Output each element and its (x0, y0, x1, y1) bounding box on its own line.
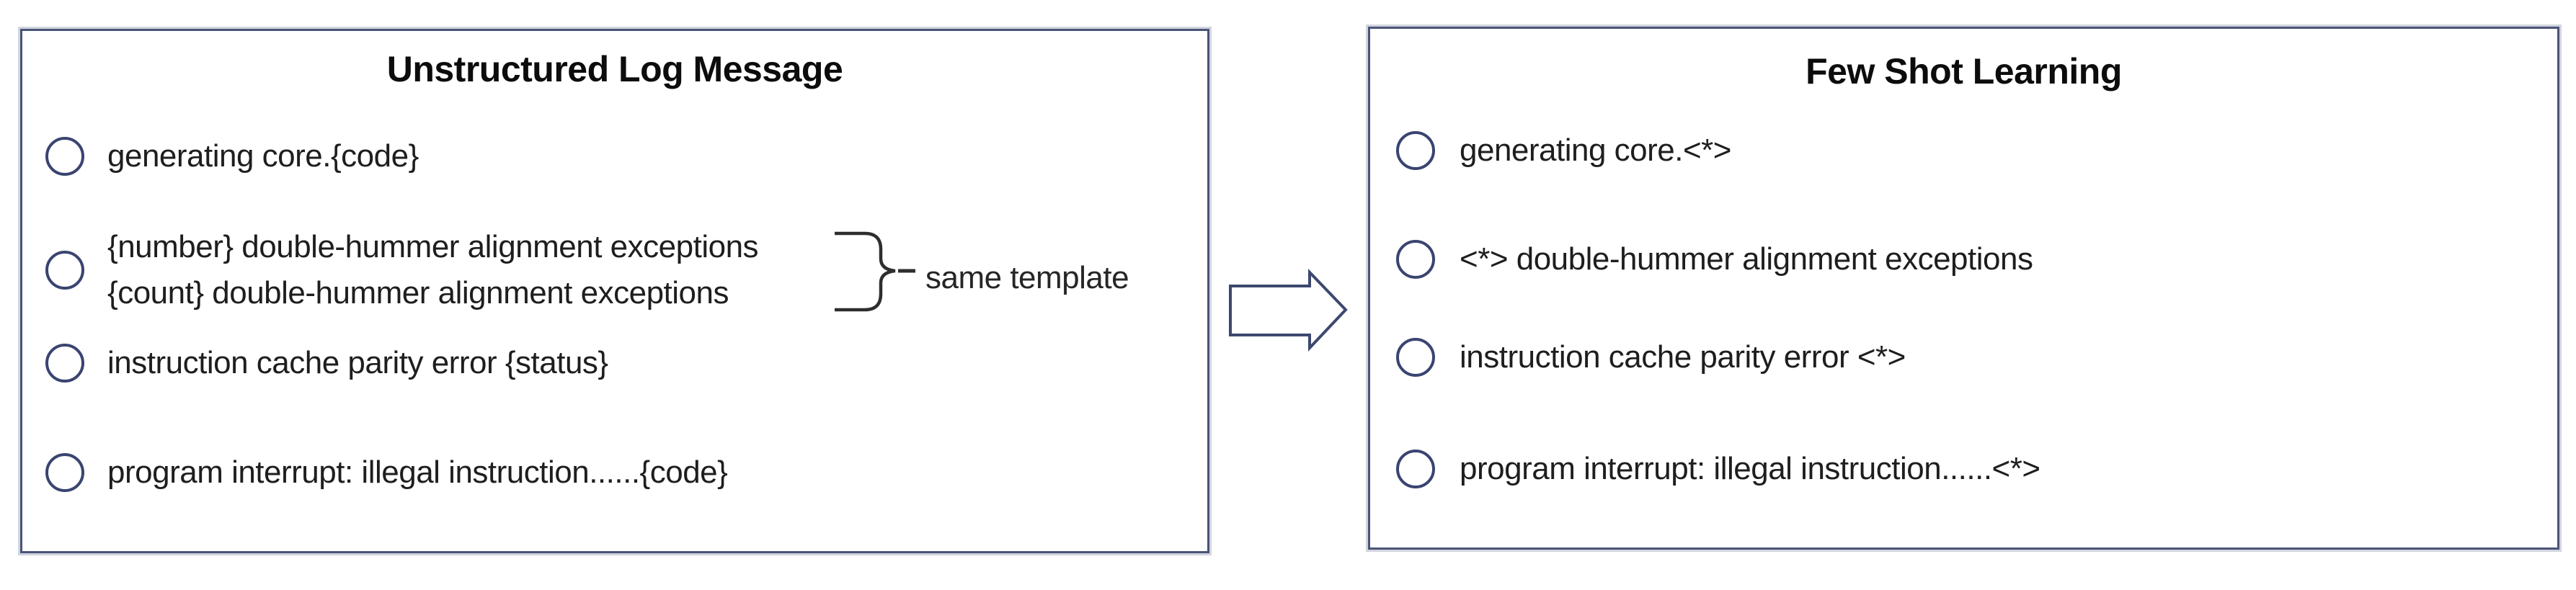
log-template-text: program interrupt: illegal instruction..… (1460, 451, 2040, 486)
log-message-text-group: {number} double-hummer alignment excepti… (107, 224, 759, 316)
circle-bullet-icon (1396, 450, 1435, 488)
circle-bullet-icon (1396, 338, 1435, 377)
list-item: instruction cache parity error {status} (45, 341, 608, 385)
list-item: generating core.{code} (45, 134, 419, 179)
circle-bullet-icon (45, 137, 84, 176)
log-message-text: {count} double-hummer alignment exceptio… (107, 275, 729, 310)
list-item: instruction cache parity error <*> (1396, 335, 1906, 380)
log-template-text: generating core.<*> (1460, 133, 1732, 168)
list-item: program interrupt: illegal instruction..… (1396, 447, 2040, 491)
right-block-arrow-icon (1229, 269, 1348, 352)
few-shot-learning-box: Few Shot Learning generating core.<*> <*… (1368, 27, 2559, 550)
log-message-text: program interrupt: illegal instruction..… (107, 455, 728, 490)
unstructured-log-message-box: Unstructured Log Message generating core… (20, 29, 1209, 553)
circle-bullet-icon (1396, 131, 1435, 170)
circle-bullet-icon (45, 251, 84, 290)
list-item: {number} double-hummer alignment excepti… (45, 224, 759, 316)
circle-bullet-icon (45, 453, 84, 492)
circle-bullet-icon (1396, 240, 1435, 279)
list-item: <*> double-hummer alignment exceptions (1396, 237, 2033, 282)
log-message-text: instruction cache parity error {status} (107, 345, 608, 380)
log-message-text: generating core.{code} (107, 138, 419, 174)
circle-bullet-icon (45, 344, 84, 383)
list-item: generating core.<*> (1396, 128, 1732, 173)
list-item: program interrupt: illegal instruction..… (45, 450, 728, 495)
same-template-annotation: same template (925, 260, 1129, 295)
log-template-text: instruction cache parity error <*> (1460, 339, 1906, 375)
right-curly-brace-icon (835, 231, 915, 312)
left-panel-title: Unstructured Log Message (386, 49, 843, 89)
right-panel-title: Few Shot Learning (1806, 51, 2122, 91)
log-template-text: <*> double-hummer alignment exceptions (1460, 241, 2033, 277)
log-message-text: {number} double-hummer alignment excepti… (107, 229, 759, 264)
